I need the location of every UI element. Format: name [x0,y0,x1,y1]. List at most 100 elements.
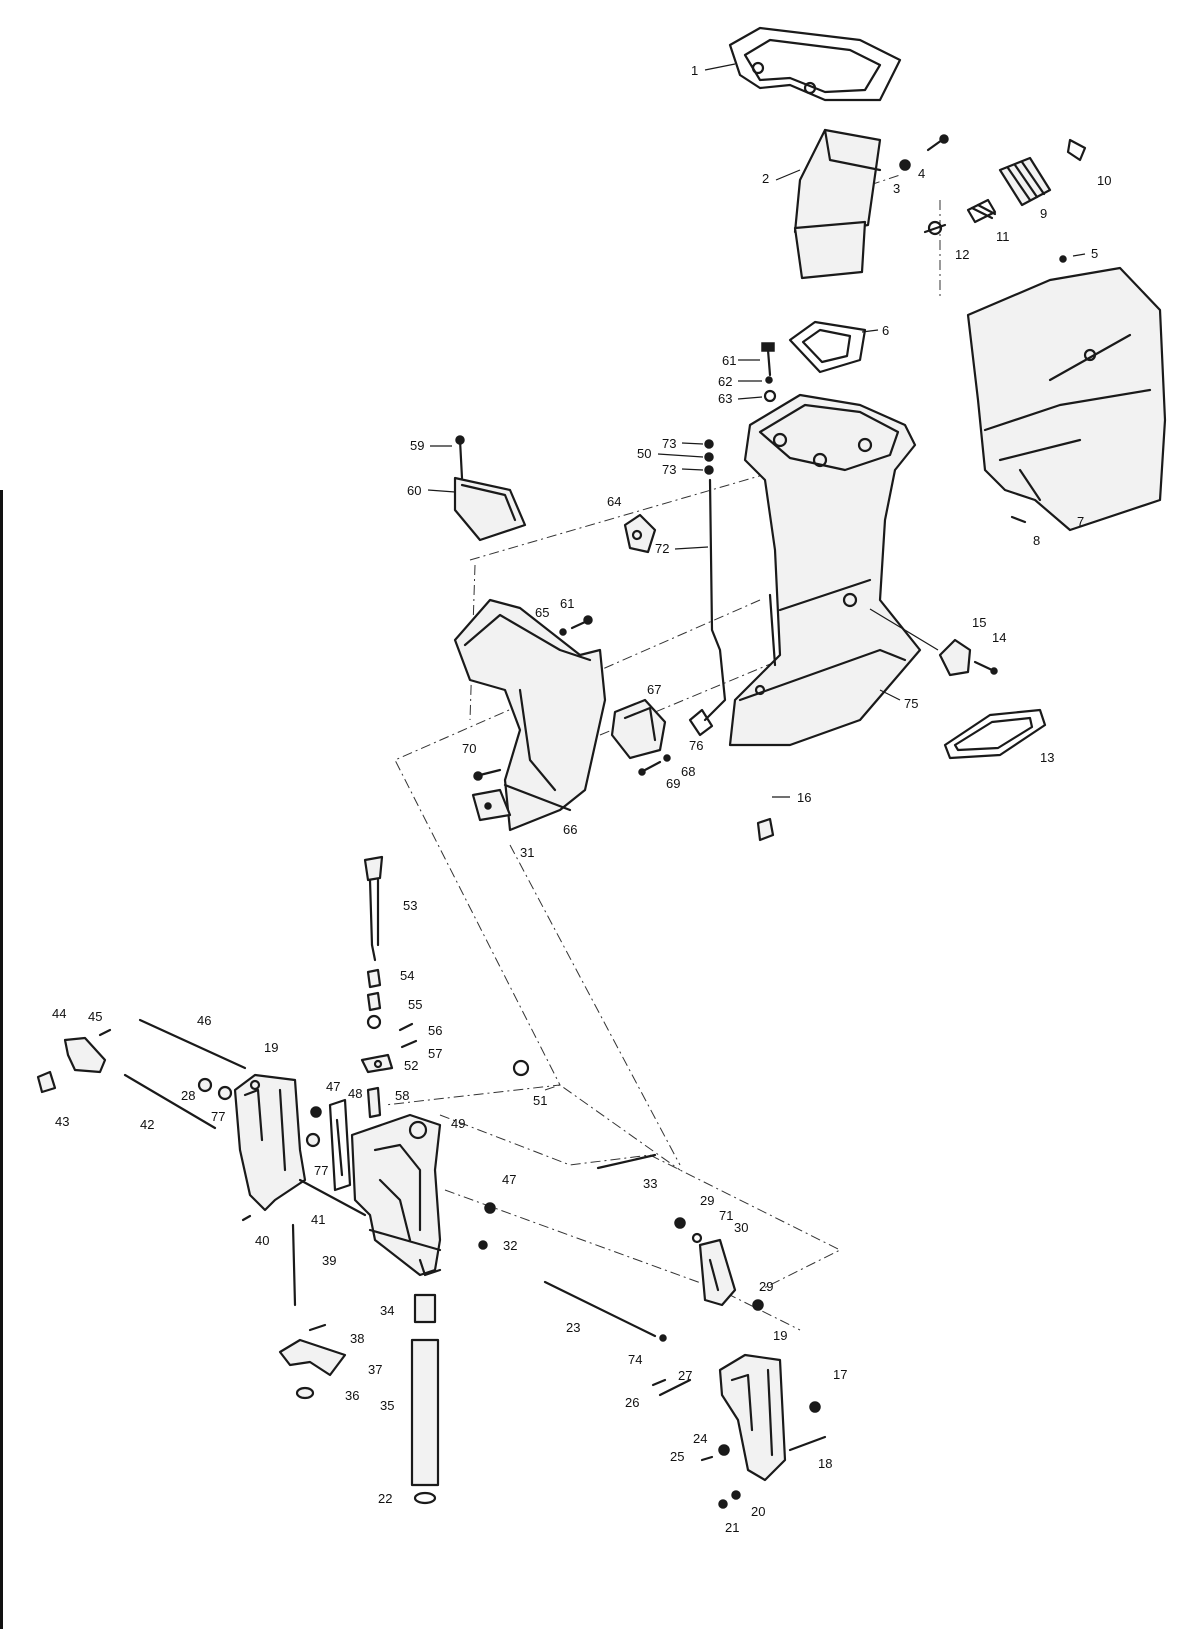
callout-25: 25 [670,1449,684,1464]
part-13-seal-loop [943,708,1047,760]
callout-71: 71 [719,1208,733,1223]
callout-72: 72 [655,541,669,556]
part-19-clamp-bracket-left [233,1073,307,1212]
callout-59: 59 [410,438,424,453]
part-2-exhaust-tube [793,128,882,280]
callout-63: 63 [718,391,732,406]
callout-16: 16 [797,790,811,805]
water-tube-seal-group [899,134,1087,263]
callout-47b: 47 [502,1172,516,1187]
callout-10: 10 [1097,173,1111,188]
callout-68: 68 [681,764,695,779]
callout-45: 45 [88,1009,102,1024]
callout-43: 43 [55,1114,69,1129]
callout-50: 50 [637,446,651,461]
callout-7: 7 [1077,514,1084,529]
callout-4: 4 [918,166,925,181]
part-41-rod [298,1178,367,1217]
part-39-pin [291,1223,297,1307]
callout-17: 17 [833,1367,847,1382]
part-1-gasket [728,26,902,102]
callout-32: 32 [503,1238,517,1253]
callout-64: 64 [607,494,621,509]
parts-29-30-71 [674,1217,764,1311]
callout-24: 24 [693,1431,707,1446]
part-28-bushing [197,1077,213,1093]
part-74-ball [659,1334,667,1342]
part-34-bushing [413,1293,437,1324]
part-47-nut-b [484,1202,496,1214]
callout-leaders [427,63,1086,798]
part-16-sleeve [756,817,775,842]
part-33-bolt [596,1153,657,1170]
callout-39: 39 [322,1253,336,1268]
callout-47a: 47 [326,1079,340,1094]
part-42-rod [123,1073,217,1130]
part-46-bolt [138,1018,247,1070]
part-32-nut [478,1240,488,1250]
callout-61b: 61 [560,596,574,611]
callout-73a: 73 [662,436,676,451]
clamp-fasteners [651,1378,827,1509]
callout-51: 51 [533,1093,547,1108]
callout-73b: 73 [662,462,676,477]
part-47-nut-a [310,1106,322,1118]
callout-26: 26 [625,1395,639,1410]
callout-6: 6 [882,323,889,338]
part-8-pin [1010,515,1027,524]
part-77-washer-a [217,1085,233,1101]
callout-56: 56 [428,1023,442,1038]
callout-35: 35 [380,1398,394,1413]
callout-57: 57 [428,1046,442,1061]
callout-38: 38 [350,1331,364,1346]
callout-29a: 29 [700,1193,714,1208]
callout-41: 41 [311,1212,325,1227]
callout-42: 42 [140,1117,154,1132]
part-64-mount [623,513,657,554]
callout-30: 30 [734,1220,748,1235]
callout-9: 9 [1040,206,1047,221]
callout-36: 36 [345,1388,359,1403]
callout-12: 12 [955,247,969,262]
callout-76: 76 [689,738,703,753]
part-23-tube [543,1280,657,1338]
callout-54: 54 [400,968,414,983]
fasteners-upper [455,342,777,737]
callout-3: 3 [893,181,900,196]
part-66-adapter [453,598,607,832]
parts-54-to-58 [360,968,418,1119]
callout-1: 1 [691,63,698,78]
callout-34: 34 [380,1303,394,1318]
callout-60: 60 [407,483,421,498]
callout-65: 65 [535,605,549,620]
callout-29b: 29 [759,1279,773,1294]
part-51-washer [512,1059,530,1077]
callout-37: 37 [368,1362,382,1377]
callout-22: 22 [378,1491,392,1506]
callout-13: 13 [1040,750,1054,765]
callout-67: 67 [647,682,661,697]
callout-40: 40 [255,1233,269,1248]
callout-53: 53 [403,898,417,913]
fasteners-lower-mid [473,754,671,781]
callout-27: 27 [678,1368,692,1383]
callout-75: 75 [904,696,918,711]
callout-69: 69 [666,776,680,791]
callout-19a: 19 [264,1040,278,1055]
callout-23: 23 [566,1320,580,1335]
callout-20: 20 [751,1504,765,1519]
parts-43-44-45 [36,1028,112,1094]
callout-33: 33 [643,1176,657,1191]
callout-5: 5 [1091,246,1098,261]
callout-14: 14 [992,630,1006,645]
callout-11: 11 [996,229,1010,244]
part-60-cover [453,476,527,542]
callout-55: 55 [408,997,422,1012]
part-53-steering-shaft [363,855,384,962]
callout-52: 52 [404,1058,418,1073]
callout-49: 49 [451,1116,465,1131]
callout-15: 15 [972,615,986,630]
callout-44: 44 [52,1006,66,1021]
part-19-clamp-bracket-right [718,1353,787,1482]
